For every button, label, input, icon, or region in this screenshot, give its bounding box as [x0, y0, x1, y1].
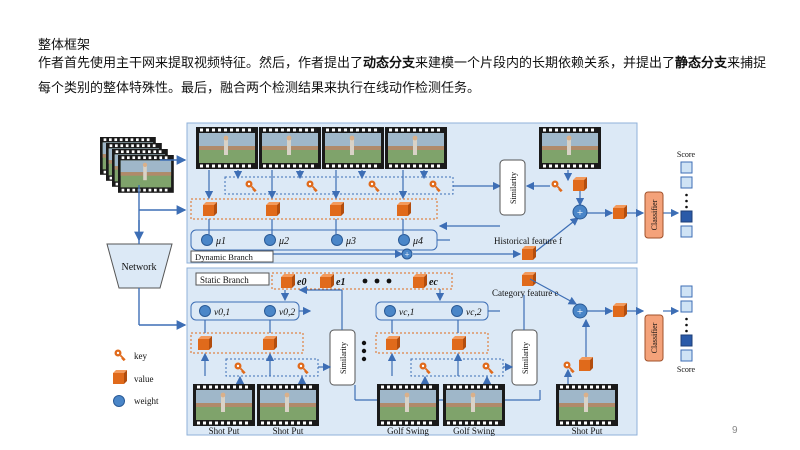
score-column-top	[680, 161, 693, 238]
para-text-2: 来建模一个片段内的长期依赖关系，并提出了	[415, 56, 676, 71]
value-cube	[452, 336, 466, 350]
legend-key-label: key	[134, 351, 147, 361]
legend: key value weight	[113, 348, 159, 407]
page-number: 9	[732, 425, 738, 436]
category-feature-row	[271, 272, 453, 290]
score-label-top: Score	[677, 150, 696, 159]
value-cube	[397, 202, 411, 216]
mu-label: μ2	[278, 236, 289, 247]
dynamic-value-row	[190, 198, 438, 220]
dynamic-branch-label: Dynamic Branch	[195, 252, 254, 262]
static-branch-term: 静态分支	[675, 56, 728, 71]
v-label: vc,2	[466, 308, 482, 318]
value-cube	[386, 336, 400, 350]
value-cube	[613, 303, 627, 317]
weight-circle	[384, 305, 396, 317]
score-column-bottom	[680, 285, 693, 362]
value-cube	[522, 272, 536, 286]
static-similarity-label-right: Similarity	[521, 342, 530, 374]
value-cube	[522, 246, 536, 260]
network-label: Network	[122, 262, 157, 273]
dynamic-similarity-box	[499, 159, 526, 216]
slide-heading: 整体框架	[38, 38, 91, 53]
frame-label: Shot Put	[209, 426, 240, 436]
weight-circle	[398, 234, 410, 246]
svg-text:+: +	[404, 250, 409, 260]
value-cube	[573, 177, 587, 191]
value-cube	[266, 202, 280, 216]
ellipsis-dots	[362, 278, 392, 284]
classifier-label-bottom: Classifier	[650, 322, 659, 353]
svg-text:+: +	[577, 207, 583, 219]
legend-weight-label: weight	[134, 396, 159, 406]
static-ellipsis-dots	[361, 340, 367, 362]
mu-label: μ4	[412, 236, 423, 247]
key-icon	[113, 348, 126, 362]
frame-label: Golf Swing	[387, 426, 429, 436]
weight-circle	[264, 234, 276, 246]
score-label-bottom: Score	[677, 365, 696, 374]
e-label: e0	[297, 277, 306, 288]
value-cube	[330, 202, 344, 216]
dynamic-branch-term: 动态分支	[363, 56, 416, 71]
weight-circle	[201, 234, 213, 246]
static-branch-label-box	[195, 272, 270, 286]
e-label: ec	[429, 277, 438, 288]
value-cube	[113, 370, 127, 384]
paragraph-line-1: 作者首先使用主干网来提取视频特征。然后，作者提出了动态分支来建模一个片段内的长期…	[38, 52, 798, 76]
value-cube	[413, 274, 427, 288]
dynamic-branch-label-box	[190, 250, 274, 263]
mu-label: μ1	[215, 236, 226, 247]
weight-circle	[264, 305, 276, 317]
category-feature-label: Category feature e	[492, 288, 558, 298]
value-cube	[579, 357, 593, 371]
legend-value-label: value	[134, 374, 154, 384]
frame-label: Golf Swing	[453, 426, 495, 436]
value-cube	[263, 336, 277, 350]
input-video-stack	[100, 137, 174, 193]
historical-feature-label: Historical feature f	[494, 236, 562, 246]
v-label: v0,2	[279, 308, 295, 318]
para-text-1: 作者首先使用主干网来提取视频特征。然后，作者提出了	[38, 56, 364, 71]
para-text-3: 来捕捉	[727, 56, 767, 71]
paragraph-line-2: 每个类别的整体特殊性。最后，融合两个检测结果来执行在线动作检测任务。	[38, 81, 481, 96]
v-label: vc,1	[399, 308, 415, 318]
frame-label: Shot Put	[572, 426, 603, 436]
classifier-box-top	[644, 191, 664, 239]
static-value-row-right	[375, 332, 489, 354]
classifier-label-top: Classifier	[650, 199, 659, 230]
frame-label: Shot Put	[273, 426, 304, 436]
e-label: e1	[336, 277, 345, 288]
value-cube	[198, 336, 212, 350]
dynamic-similarity-label: Similarity	[509, 172, 518, 204]
svg-text:+: +	[577, 306, 583, 318]
network-block	[106, 243, 173, 289]
static-value-row-left	[190, 332, 304, 354]
mu-label: μ3	[345, 236, 356, 247]
static-similarity-label-left: Similarity	[339, 342, 348, 374]
static-branch-label: Static Branch	[200, 275, 249, 285]
dynamic-frames	[196, 127, 601, 169]
classifier-box-bottom	[644, 314, 664, 362]
weight-circle	[451, 305, 463, 317]
value-cube	[613, 205, 627, 219]
v-label: v0,1	[214, 308, 230, 318]
weight-circle	[113, 395, 125, 407]
weight-circle	[199, 305, 211, 317]
weight-circle	[331, 234, 343, 246]
value-cube	[281, 274, 295, 288]
value-cube	[320, 274, 334, 288]
value-cube	[203, 202, 217, 216]
